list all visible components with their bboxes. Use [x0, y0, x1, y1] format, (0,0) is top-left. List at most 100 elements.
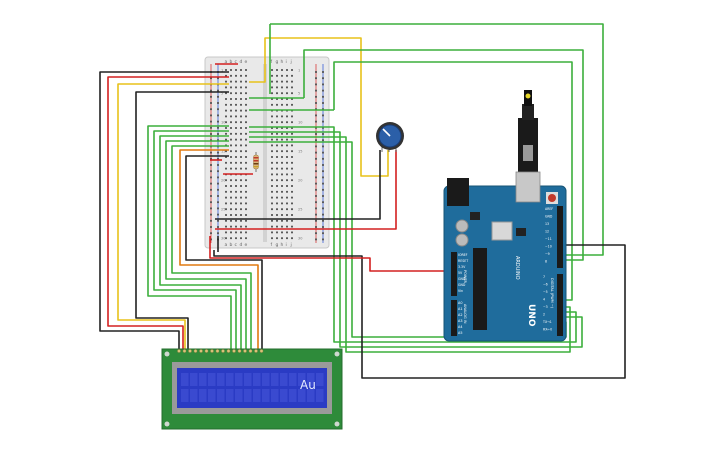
breadboard-hole	[276, 138, 278, 141]
breadboard-hole	[286, 179, 288, 182]
breadboard-hole	[291, 144, 293, 147]
lcd-cell	[289, 389, 297, 402]
breadboard-hole	[240, 179, 242, 182]
analog-pin-label: A1	[458, 307, 462, 311]
row-number: 5	[221, 92, 223, 96]
breadboard-hole	[240, 103, 242, 106]
breadboard-hole	[230, 196, 232, 199]
potentiometer[interactable]	[376, 122, 404, 152]
digital-pin-label: GND	[545, 215, 553, 219]
wire-orange	[179, 149, 259, 350]
row-number: 25	[298, 208, 302, 212]
rail-hole	[217, 201, 219, 204]
breadboard-hole	[276, 208, 278, 211]
rail-hole	[322, 151, 324, 154]
breadboard-hole	[240, 132, 242, 135]
rail-hole	[322, 71, 324, 73]
rail-hole	[315, 201, 317, 204]
rail-hole	[322, 195, 324, 197]
lcd-cell	[244, 373, 252, 386]
breadboard-hole	[271, 190, 273, 193]
lcd-cell	[262, 373, 270, 386]
breadboard-hole	[276, 69, 278, 71]
breadboard-hole	[291, 132, 293, 135]
breadboard-hole	[225, 231, 227, 234]
breadboard-hole	[235, 190, 237, 193]
row-number: 10	[298, 121, 302, 125]
lcd-pin	[210, 349, 214, 353]
breadboard-hole	[271, 138, 273, 141]
breadboard-hole	[291, 185, 293, 187]
breadboard-hole	[245, 167, 247, 170]
breadboard-hole	[240, 92, 242, 95]
lcd-cell	[190, 389, 198, 402]
digital-pin-label: ~5	[543, 290, 548, 294]
breadboard-hole	[225, 208, 227, 211]
breadboard-hole	[240, 237, 242, 240]
breadboard-hole	[286, 156, 288, 158]
rail-hole	[210, 77, 212, 80]
breadboard-hole	[291, 219, 293, 222]
lcd-pin	[188, 349, 192, 353]
wire-green	[171, 145, 252, 350]
breadboard-hole	[225, 150, 227, 153]
rail-hole	[322, 238, 324, 241]
breadboard-hole	[240, 115, 242, 118]
column-letter: j	[290, 59, 292, 65]
breadboard-hole	[271, 144, 273, 147]
column-letter: j	[290, 242, 292, 248]
breadboard-hole	[276, 167, 278, 170]
breadboard-hole	[225, 98, 227, 100]
breadboard-hole	[271, 98, 273, 100]
rail-hole	[315, 139, 317, 142]
lcd-cell	[307, 389, 315, 402]
breadboard-hole	[225, 74, 227, 77]
reset-button[interactable]	[548, 194, 556, 202]
rail-hole	[210, 226, 212, 228]
analog-header-label: ANALOG IN	[463, 304, 467, 324]
analog-pin-label: A0	[458, 301, 462, 305]
resistor[interactable]	[253, 152, 259, 172]
lcd-cell	[298, 373, 306, 386]
digital-pin-label: ~10	[545, 245, 552, 249]
breadboard-hole	[271, 185, 273, 187]
breadboard-hole	[225, 103, 227, 106]
rail-hole	[322, 139, 324, 142]
wire-red	[209, 236, 450, 272]
breadboard-hole	[235, 225, 237, 228]
wire-black	[213, 244, 626, 379]
rail-hole	[322, 83, 324, 86]
column-letter: d	[240, 59, 243, 65]
breadboard-channel	[263, 64, 267, 242]
breadboard-hole	[281, 231, 283, 234]
breadboard-hole	[245, 179, 247, 182]
rail-hole	[210, 176, 212, 179]
digital-pin-label: RX←0	[543, 328, 552, 332]
lcd-16x2[interactable]: Au	[161, 348, 343, 430]
breadboard-hole	[271, 115, 273, 118]
lcd-cell	[217, 373, 225, 386]
rail-hole	[217, 182, 219, 185]
rail-hole	[315, 188, 317, 191]
breadboard-hole	[271, 202, 273, 205]
breadboard-hole	[230, 121, 232, 124]
rail-hole	[217, 232, 219, 235]
breadboard-hole	[276, 225, 278, 228]
column-letter: c	[235, 243, 238, 248]
rail-hole	[210, 114, 212, 117]
arduino-uno[interactable]: UNO ARDUINO POWER ANALOG IN DIGITAL (PWM…	[443, 90, 567, 342]
breadboard-hole	[230, 231, 232, 234]
breadboard-hole	[281, 156, 283, 158]
rail-hole	[322, 176, 324, 179]
breadboard-hole	[291, 196, 293, 199]
rail-hole	[322, 114, 324, 117]
rail-hole	[322, 164, 324, 166]
row-number: 20	[298, 179, 302, 183]
breadboard-hole	[230, 156, 232, 158]
breadboard-hole	[276, 156, 278, 158]
breadboard-hole	[235, 208, 237, 211]
breadboard-hole	[276, 74, 278, 77]
rail-hole	[322, 232, 324, 235]
rail-hole	[217, 151, 219, 154]
